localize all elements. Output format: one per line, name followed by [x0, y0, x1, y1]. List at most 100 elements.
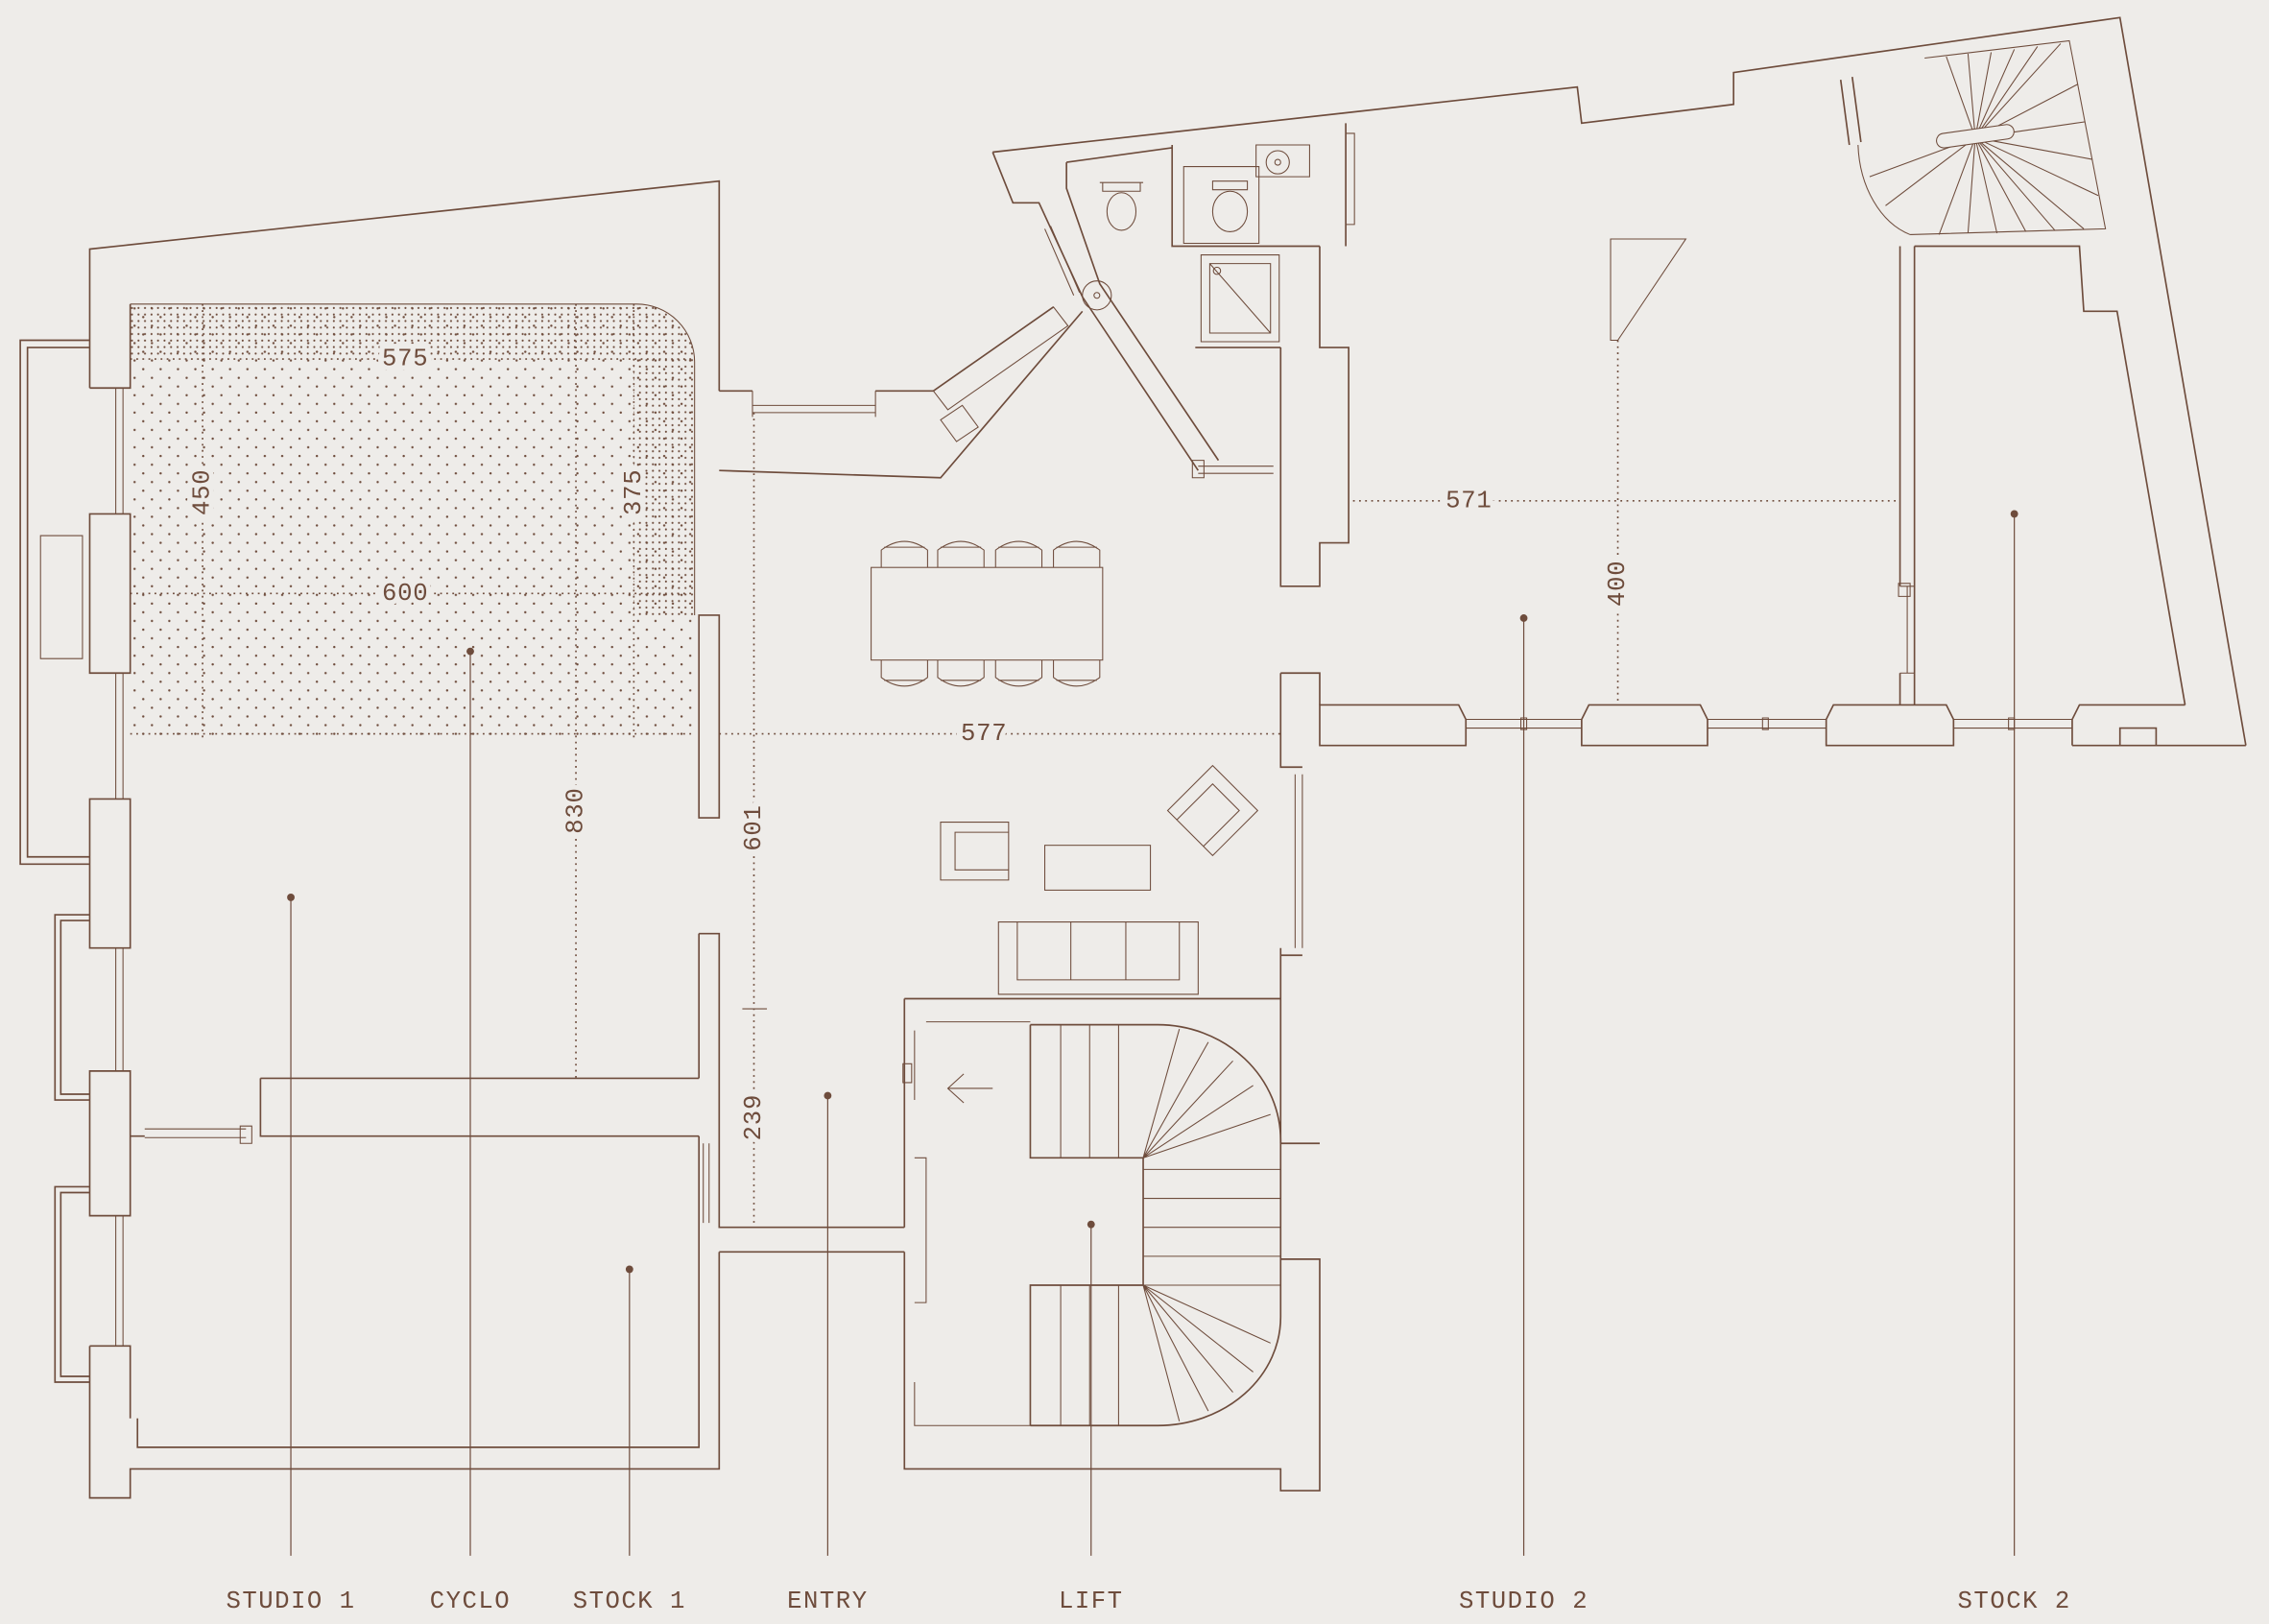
drain-icon: [1274, 158, 1281, 166]
armchair-frame: [1166, 764, 1259, 857]
dimension-label: 575: [382, 346, 428, 373]
stair-steps: [1060, 1024, 1281, 1426]
stock-1-inner-wall: [136, 1135, 701, 1448]
room-marker-entry: [824, 1091, 832, 1100]
shower-drain-icon: [1212, 266, 1222, 275]
studio-2-windows: [1466, 718, 2072, 729]
west-pier: [88, 1070, 131, 1217]
room-label-lift: LIFT: [1059, 1588, 1124, 1615]
dimension-label: 450: [189, 469, 217, 515]
room-label-stock-1: STOCK 1: [573, 1588, 686, 1615]
entry-window: [1294, 774, 1303, 948]
balcony: [54, 1185, 90, 1383]
toilet-icon: [1099, 181, 1144, 192]
stair-steps: [1869, 43, 2099, 235]
dimension-label: 400: [1604, 561, 1632, 607]
kitchen-counter: [932, 306, 1069, 411]
wc-wall: [1066, 144, 1320, 248]
cyclo-floor-stipple: [130, 303, 695, 739]
cyclo-curve-stipple: [130, 303, 695, 615]
studio-2-pier: [1319, 704, 1468, 747]
corridor-window: [752, 391, 876, 418]
cyclo-area: [130, 303, 696, 739]
lift-walls: [903, 997, 1321, 1492]
west-windows: [115, 388, 124, 1347]
balcony: [54, 914, 90, 1101]
dimension-label: 375: [620, 469, 648, 515]
column: [1610, 238, 1687, 342]
bathroom-fixtures: [1082, 144, 1310, 343]
door: [1191, 460, 1274, 479]
drain-icon: [1093, 292, 1101, 299]
bathroom-east-wall: [1279, 123, 1349, 587]
studio-2-pier: [1825, 704, 1955, 747]
dimension-labels: 575 450 375 600 830 601 239 577 571 400: [183, 340, 1636, 1145]
east-wall-segment: [698, 614, 721, 819]
room-label-stock-2: STOCK 2: [1958, 1588, 2071, 1615]
bathroom-window: [1044, 226, 1081, 296]
corridor-north-wall: [719, 306, 1055, 393]
north-wall: [88, 179, 721, 392]
room-marker-studio-1: [287, 894, 295, 901]
bathroom-window: [1346, 132, 1355, 226]
door: [1898, 583, 1915, 674]
balcony-fixture: [39, 535, 84, 659]
armchair: [1166, 764, 1259, 857]
shower: [1200, 254, 1280, 343]
chair: [1053, 540, 1101, 568]
entry-east-wall: [1279, 672, 1321, 1144]
dimension-label: 571: [1445, 487, 1492, 514]
chair: [880, 659, 928, 687]
east-wall-segment: [698, 932, 905, 1229]
chair: [994, 540, 1043, 568]
toilet-icon: [1211, 190, 1249, 232]
door: [703, 1143, 710, 1224]
room-marker-stock-2: [2010, 510, 2018, 518]
chair: [994, 659, 1043, 687]
cyclo-curve-edge: [130, 303, 696, 615]
sink-box: [1255, 144, 1310, 178]
toilet-icon: [1106, 192, 1137, 231]
chair: [937, 540, 985, 568]
coffee-table: [1043, 845, 1152, 891]
armchair: [940, 822, 1010, 881]
room-label-studio-2: STUDIO 2: [1459, 1588, 1588, 1615]
sofa: [997, 921, 1199, 995]
room-label-cyclo: CYCLO: [430, 1588, 511, 1615]
toilet-icon: [1211, 180, 1249, 191]
bathroom-wing-wall: [1065, 162, 1220, 462]
room-leaders: [287, 510, 2018, 1556]
walls-left-building: [19, 179, 905, 1499]
partition-wall: [130, 1077, 700, 1137]
dimension-label: 577: [961, 720, 1007, 748]
dining-table: [871, 566, 1104, 661]
room-marker-cyclo: [466, 647, 474, 656]
stair-core: [1029, 1024, 1144, 1426]
toilet-box: [1182, 166, 1260, 245]
bathroom-wing-wall: [991, 152, 1200, 471]
dimension-label: 601: [740, 804, 768, 850]
west-pier: [88, 513, 131, 675]
studio-2-pier: [2071, 704, 2246, 747]
sink-icon: [1082, 280, 1112, 311]
west-pier: [88, 798, 131, 949]
west-pier: [89, 303, 131, 390]
door: [902, 1063, 913, 1084]
lift-block: [902, 997, 1321, 1492]
chair: [937, 659, 985, 687]
stock-2-east-wall: [1914, 245, 2186, 705]
corridor-kitchen: [719, 306, 1084, 479]
south-wall: [88, 1252, 721, 1499]
lift-inner-wall: [914, 1021, 1031, 1426]
stair-wall: [1839, 77, 1862, 146]
stair-outline: [1857, 39, 2107, 235]
room-marker-lift: [1087, 1220, 1095, 1229]
room-marker-stock-1: [625, 1265, 633, 1274]
door: [144, 1125, 252, 1144]
spiral-staircase: [1839, 39, 2107, 235]
room-label-studio-1: STUDIO 1: [226, 1588, 355, 1615]
chair: [1053, 659, 1101, 687]
furniture: [871, 540, 1259, 995]
north-wall: [992, 16, 2247, 746]
